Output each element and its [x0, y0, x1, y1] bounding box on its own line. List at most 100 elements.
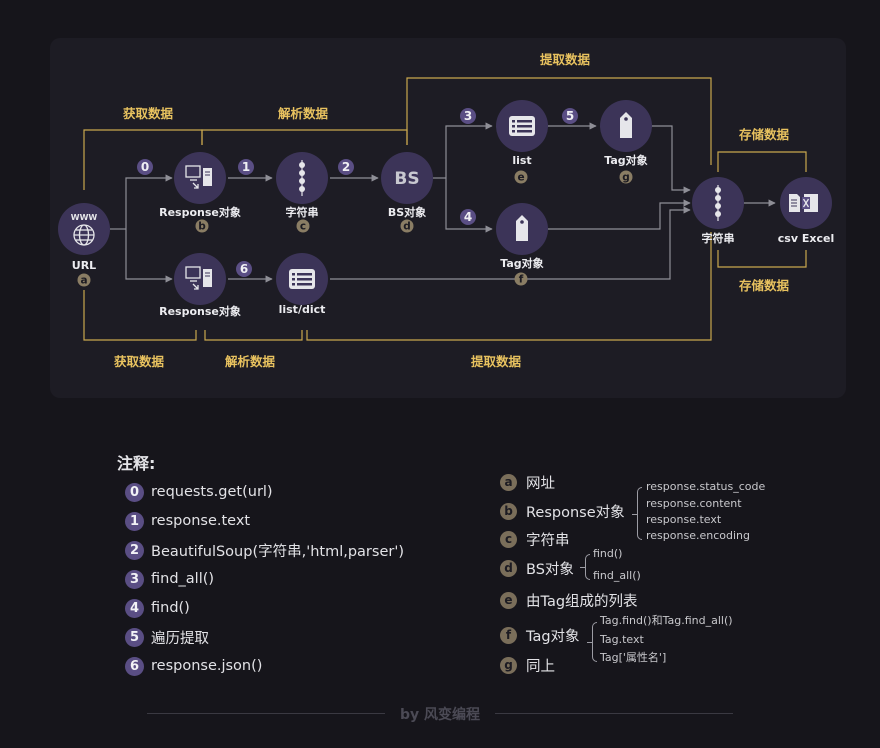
bracket-lines [83, 77, 807, 341]
letter-badge-f: f [514, 272, 528, 286]
svg-text:b: b [198, 221, 206, 233]
node-label-string-mid: 字符串 [286, 205, 319, 219]
letter-badge-d: d [400, 219, 414, 233]
node-label-tag-mid: Tag对象 [500, 256, 543, 270]
brace-bs [580, 554, 590, 580]
node-label-csv-excel: csv Excel [778, 232, 834, 245]
globe-icon [73, 224, 95, 246]
node-tag-mid [496, 203, 548, 255]
svg-text:6: 6 [240, 262, 248, 276]
response-attr-content: response.content [646, 497, 742, 510]
svg-text:5: 5 [566, 109, 574, 123]
bs-glyph: BS [394, 169, 419, 189]
svg-text:g: g [622, 172, 630, 184]
svg-text:d: d [403, 221, 411, 233]
footer-credit: by 风变编程 [399, 707, 481, 723]
node-tag-top [600, 100, 652, 152]
list-icon [509, 116, 535, 136]
step-badge-6: 6 [236, 261, 252, 277]
tag-attr-find: Tag.find()和Tag.find_all() [600, 614, 733, 627]
computer-server-icon [185, 165, 212, 189]
svg-text:2: 2 [342, 160, 350, 174]
bs-method-find-all: find_all() [593, 569, 641, 582]
svg-text:1: 1 [242, 160, 250, 174]
node-list [496, 100, 548, 152]
node-label-tag-top: Tag对象 [604, 153, 647, 167]
brace-response [632, 487, 642, 540]
step-badge-1: 1 [238, 159, 254, 175]
file-excel-icon [789, 194, 818, 212]
node-label-list-dict: list/dict [279, 303, 326, 316]
node-list-dict [276, 253, 328, 305]
step-badge-2: 2 [338, 159, 354, 175]
response-attr-text: response.text [646, 513, 722, 526]
svg-text:4: 4 [464, 210, 472, 224]
svg-text:f: f [519, 274, 524, 286]
node-label-list: list [512, 154, 531, 167]
step-badge-5: 5 [562, 108, 578, 124]
svg-text:0: 0 [141, 160, 149, 174]
tag-attr-attribute: Tag['属性名'] [600, 651, 667, 664]
connector-lines [110, 122, 776, 283]
tag-icon [620, 112, 632, 138]
computer-server-icon [185, 266, 212, 290]
notes-title: 注释: [117, 454, 156, 473]
letter-badge-b: b [195, 219, 209, 233]
step-badge-3: 3 [460, 108, 476, 124]
step-badge-0: 0 [137, 159, 153, 175]
svg-text:3: 3 [464, 109, 472, 123]
node-label-bs: BS对象 [388, 205, 426, 219]
svg-text:c: c [300, 221, 306, 233]
bracket-label-extract-top: 提取数据 [540, 52, 591, 67]
footer-divider-right [495, 713, 733, 714]
letter-badge-a: a [77, 273, 91, 287]
tag-attr-text: Tag.text [600, 633, 644, 646]
bracket-label-parse-top: 解析数据 [278, 106, 329, 121]
svg-text:e: e [517, 172, 524, 184]
node-url: WWW [58, 203, 110, 255]
bracket-label-extract-bottom: 提取数据 [471, 354, 522, 369]
step-badge-4: 4 [460, 209, 476, 225]
node-label-url: URL [72, 259, 96, 272]
letter-badge-c: c [296, 219, 310, 233]
tag-icon [516, 215, 528, 241]
bracket-label-store-top: 存储数据 [738, 127, 790, 142]
string-beads-icon [299, 160, 305, 196]
svg-text:a: a [80, 275, 87, 287]
node-label-response-bottom: Response对象 [159, 304, 241, 318]
string-beads-icon [715, 185, 721, 221]
node-response-bottom [174, 253, 226, 305]
bracket-label-get-top: 获取数据 [123, 106, 174, 121]
footer-divider-left [147, 713, 385, 714]
letter-badge-e: e [514, 170, 528, 184]
node-bs: BS [381, 152, 433, 204]
brace-tag [587, 622, 597, 662]
node-response-top [174, 152, 226, 204]
node-label-response-top: Response对象 [159, 205, 241, 219]
list-icon [289, 269, 315, 289]
bs-method-find: find() [593, 547, 623, 560]
response-attr-status-code: response.status_code [646, 480, 766, 493]
response-attr-encoding: response.encoding [646, 529, 750, 542]
node-csv-excel [780, 177, 832, 229]
node-string-mid [276, 152, 328, 204]
bracket-label-get-bottom: 获取数据 [114, 354, 165, 369]
node-label-string-right: 字符串 [702, 231, 735, 245]
www-text: WWW [71, 213, 98, 222]
node-string-right [692, 177, 744, 229]
bracket-label-parse-bottom: 解析数据 [225, 354, 276, 369]
